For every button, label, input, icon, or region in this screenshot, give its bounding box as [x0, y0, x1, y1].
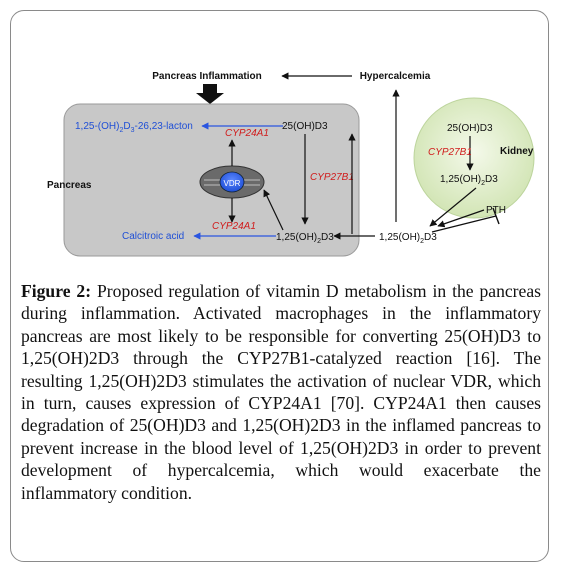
- pth-inhibition-line: [431, 215, 497, 233]
- vdr-label: VDR: [224, 179, 241, 188]
- cyp24a1-top-label: CYP24A1: [225, 128, 269, 139]
- dihydroxy-kidney-label: 1,25(OH)2D3: [440, 174, 498, 187]
- dihydroxy-blood-label: 1,25(OH)2D3: [379, 232, 437, 245]
- kidney-to-blood-arrow: [429, 187, 477, 227]
- cyp27b1-pancreas-label: CYP27B1: [310, 172, 354, 183]
- kidney-circle: [413, 97, 535, 219]
- pth-to-blood-arrow: [437, 209, 485, 228]
- figure-caption: Figure 2: Proposed regulation of vitamin…: [21, 280, 541, 504]
- inflammation-down-arrow: [196, 84, 224, 104]
- cyp24a1-bottom-label: CYP24A1: [212, 221, 256, 232]
- calcitroic-acid-label: Calcitroic acid: [122, 231, 184, 242]
- pth-label: PTH: [486, 205, 506, 216]
- pancreas-label: Pancreas: [47, 180, 92, 191]
- pancreas-inflammation-label: Pancreas Inflammation: [152, 71, 261, 82]
- figure-label: Figure 2:: [21, 281, 92, 301]
- vdr-shape: [219, 171, 245, 193]
- hypercalcemia-label: Hypercalcemia: [360, 71, 431, 82]
- kidney-label: Kidney: [500, 146, 534, 157]
- caption-text: Proposed regulation of vitamin D metabol…: [21, 281, 541, 503]
- dihydroxy-pancreas-label: 1,25(OH)2D3: [276, 232, 334, 245]
- pth-inhibition-bar: [492, 207, 500, 225]
- vitamin-d-diagram: Pancreas Inflammation Hypercalcemia Panc…: [47, 71, 535, 257]
- lacton-label: 1,25-(OH)2D3-26,23-lacton: [75, 121, 193, 134]
- ohd3-pancreas-label: 25(OH)D3: [282, 121, 328, 132]
- cyp27b1-kidney-label: CYP27B1: [428, 147, 472, 158]
- dihydroxy-to-vdr-arrow: [263, 189, 284, 231]
- ohd3-kidney-label: 25(OH)D3: [447, 123, 493, 134]
